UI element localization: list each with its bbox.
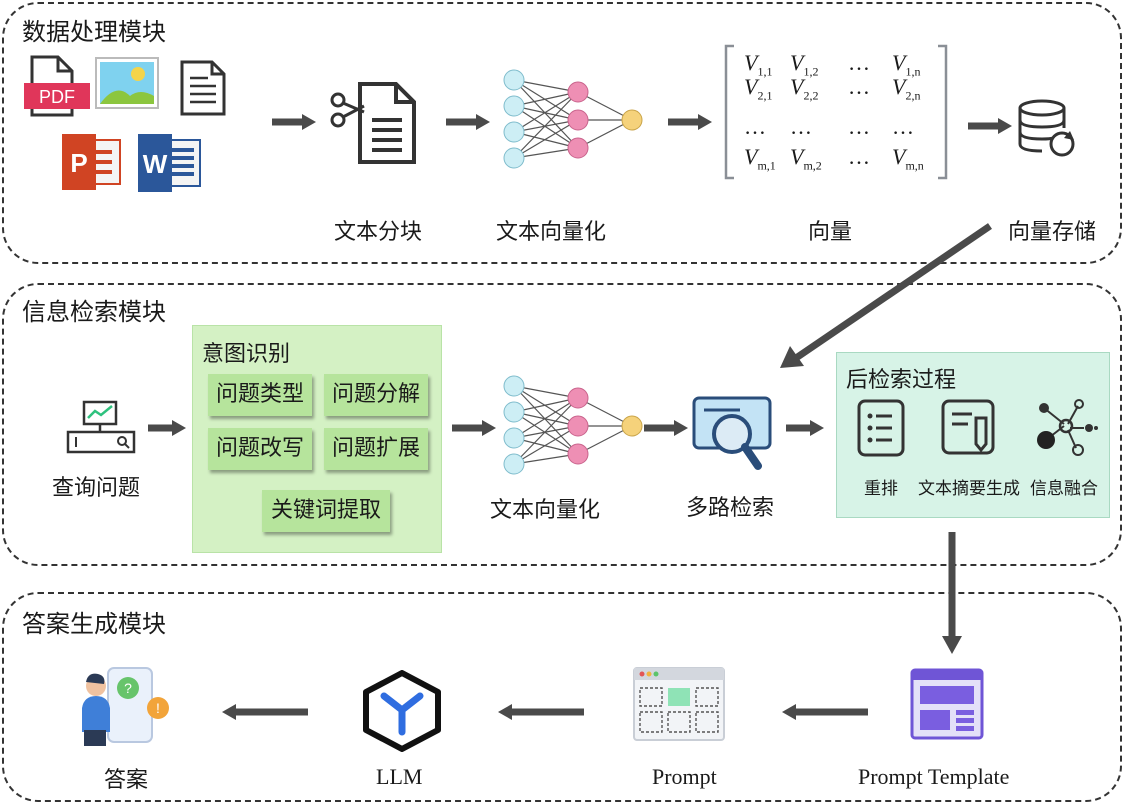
intent-chip-keyword-extract: 关键词提取 [262,490,390,532]
svg-text:P: P [70,148,87,178]
neural-network-icon [503,69,643,169]
list-rerank-icon [856,398,906,458]
input-node [503,375,525,397]
powerpoint-icon: P [60,134,122,190]
post-item-summary: 文本摘要生成 [918,479,1020,499]
intent-chip-question-rewrite: 问题改写 [208,428,312,470]
answer-label: 答案 [104,768,149,793]
arrow-template-to-prompt [782,704,868,720]
post-item-fusion: 信息融合 [1030,479,1098,499]
matrix-cell: V2,2 [790,74,819,103]
vectorize-label: 文本向量化 [496,220,607,245]
person-answer-icon: ? ! [78,666,174,748]
word-icon: W [136,134,202,192]
matrix-cell: … [848,114,870,139]
matrix-cell: … [848,74,870,99]
arrow-intent-to-vectorize [452,420,496,436]
arrow-vectorize-to-vector [668,114,712,130]
arrow-files-to-chunking [272,114,316,130]
matrix-cell: Vm,2 [790,144,822,173]
post-item-rerank: 重排 [864,479,898,499]
fusion-network-icon [1034,396,1100,458]
hidden-node [567,415,589,437]
input-node [503,147,525,169]
llm-cube-icon [360,670,444,752]
matrix-cell: … [848,144,870,169]
matrix-cell: V1,2 [790,50,819,79]
prompt-template-label: Prompt Template [858,764,1010,789]
image-icon [94,56,160,112]
llm-label: LLM [376,764,423,789]
multi-search-label: 多路检索 [686,496,775,521]
summary-doc-icon [940,398,998,458]
matrix-brackets [724,44,948,180]
vectorize-label-2: 文本向量化 [490,498,601,523]
matrix-cell: V2,n [892,74,921,103]
matrix-cell: V2,1 [744,74,773,103]
answer-module-title: 答案生成模块 [22,610,166,638]
search-document-icon [692,394,776,478]
matrix-cell: V1,n [892,50,921,79]
arrow-multisearch-to-post [786,420,824,436]
matrix-cell: Vm,n [892,144,924,173]
post-retrieval-box [836,352,1110,518]
input-node [503,401,525,423]
retrieval-module [2,283,1122,566]
prompt-label: Prompt [652,764,717,789]
hidden-node [567,137,589,159]
arrow-llm-to-answer [222,704,308,720]
matrix-cell: … [790,114,812,139]
output-node [621,109,643,131]
query-icon [66,400,136,456]
hidden-node [567,387,589,409]
matrix-cell: … [744,114,766,139]
intent-chip-question-decompose: 问题分解 [324,374,428,416]
output-node [621,415,643,437]
intent-chip-question-expand: 问题扩展 [324,428,428,470]
input-node [503,95,525,117]
hidden-node [567,81,589,103]
arrow-prompt-to-llm [498,704,584,720]
svg-text:W: W [143,149,168,179]
arrow-query-to-intent [148,420,186,436]
input-node [503,69,525,91]
input-node [503,453,525,475]
arrow-chunking-to-vectorize [446,114,490,130]
prompt-template-icon [910,668,984,740]
prompt-window-icon [632,666,726,742]
input-node [503,427,525,449]
query-label: 查询问题 [52,476,141,501]
data-processing-module-title: 数据处理模块 [22,18,166,46]
arrow-vectorize-to-multisearch [644,420,688,436]
data-processing-module [2,2,1122,264]
document-icon [178,58,228,118]
intent-chip-question-type: 问题类型 [208,374,312,416]
pdf-text: PDF [39,87,75,107]
arrow-post-to-template [942,532,962,654]
post-retrieval-title: 后检索过程 [846,368,957,393]
svg-text:!: ! [156,700,160,716]
matrix-cell: Vm,1 [744,144,776,173]
hidden-node [567,109,589,131]
matrix-cell: … [848,50,870,75]
answer-module [2,592,1122,802]
intent-title: 意图识别 [202,342,291,367]
chunking-label: 文本分块 [334,220,423,245]
arrow-vector-to-storage [968,118,1012,134]
svg-text:?: ? [124,680,132,696]
arrow-storage-to-multisearch [780,223,992,368]
scissors-document-icon [330,80,422,166]
hidden-node [567,443,589,465]
input-node [503,121,525,143]
vector-label: 向量 [808,220,853,245]
matrix-cell: V1,1 [744,50,773,79]
pdf-icon: PDF [24,55,94,117]
matrix-cell: … [892,114,914,139]
storage-label: 向量存储 [1008,220,1097,245]
retrieval-module-title: 信息检索模块 [22,298,166,326]
neural-network-icon-2 [503,375,643,475]
database-refresh-icon [1016,98,1080,160]
